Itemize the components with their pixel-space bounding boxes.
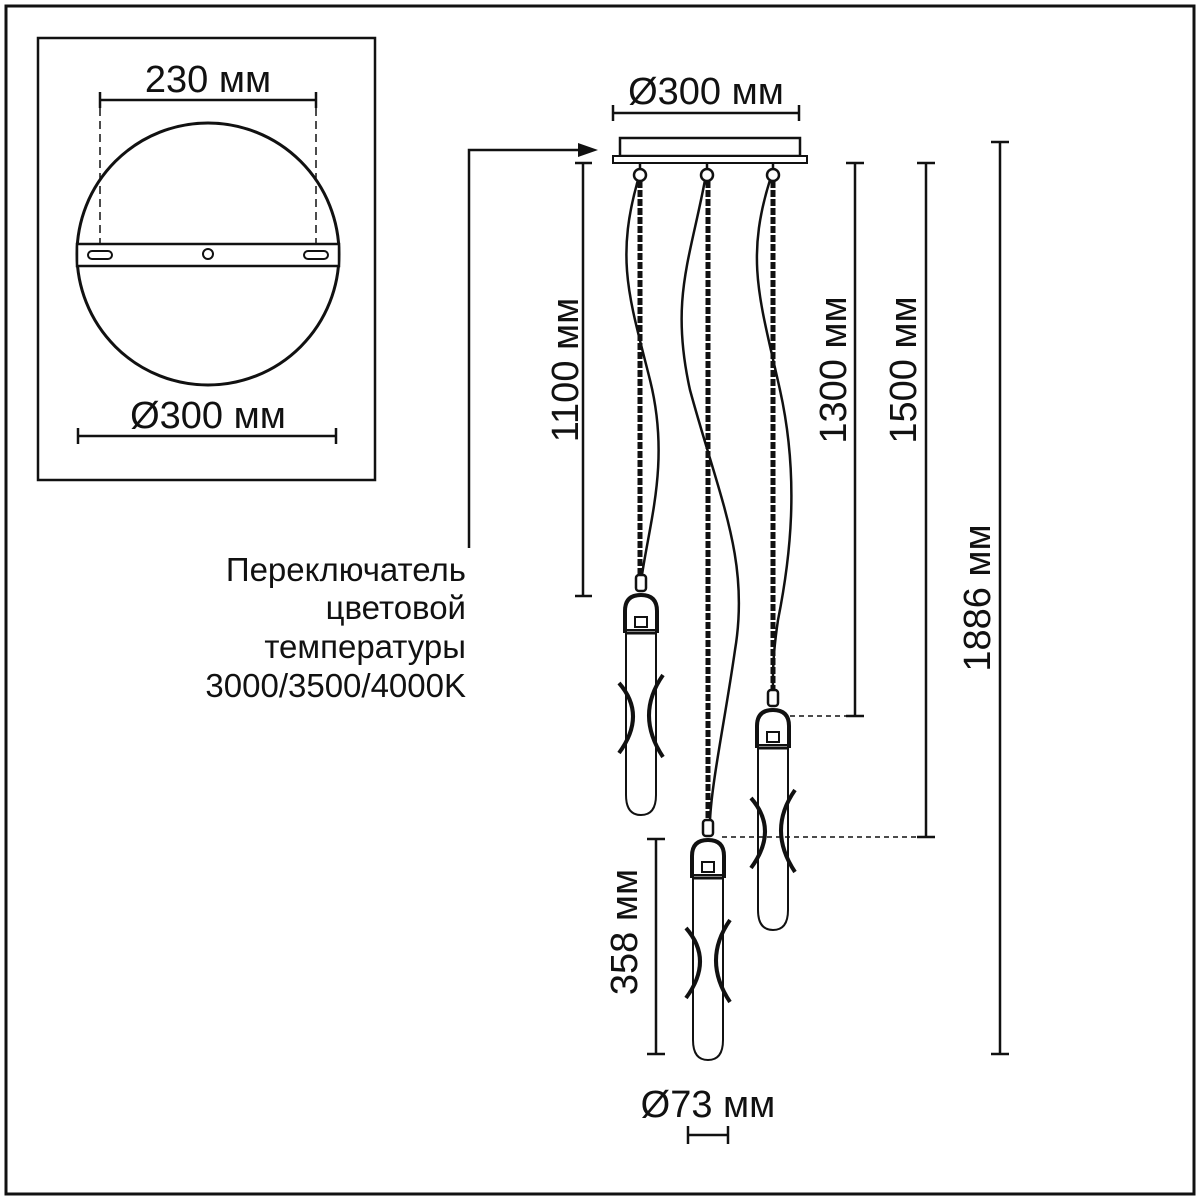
mounting-center-hole [202, 248, 214, 260]
note-leader-arrow-icon [578, 143, 598, 157]
cord-hooks [632, 163, 781, 183]
total-height-label: 1886 мм [957, 524, 999, 671]
mounting-slot-left [87, 250, 113, 260]
canopy-side [618, 136, 802, 158]
canopy-diameter-label-top: Ø300 мм [130, 395, 286, 437]
pendant-right [749, 688, 797, 932]
note-line-4: 3000/3500/4000K [205, 667, 466, 704]
cord-length-mid-label: 1300 мм [813, 296, 855, 443]
note-leader-line [467, 148, 582, 548]
shade-height-label: 358 мм [604, 869, 646, 995]
color-temperature-note: Переключатель цветовой температуры 3000/… [205, 143, 598, 704]
note-line-2: цветовой [326, 589, 466, 626]
top-view-panel: 230 мм Ø300 мм [36, 36, 377, 482]
note-line-3: температуры [264, 628, 466, 665]
mounting-bar [75, 242, 341, 268]
note-line-1: Переключатель [226, 551, 466, 588]
pendant-left [617, 573, 665, 817]
mount-spacing-label: 230 мм [145, 59, 271, 101]
canopy-plate [612, 155, 808, 164]
suspension-cords [625, 179, 793, 821]
cord-length-long-label: 1500 мм [883, 296, 925, 443]
outer-frame [4, 4, 1196, 1196]
cord-length-short-label: 1100 мм [545, 298, 587, 443]
shade-diameter-label: Ø73 мм [641, 1084, 776, 1126]
side-view: Ø300 мм 1100 мм [545, 71, 1009, 1144]
top-view-frame [36, 36, 377, 482]
canopy-diameter-label-side: Ø300 мм [628, 71, 784, 113]
pendant-shades [617, 573, 797, 1062]
pendant-middle [684, 818, 732, 1062]
mounting-slot-right [303, 250, 329, 260]
